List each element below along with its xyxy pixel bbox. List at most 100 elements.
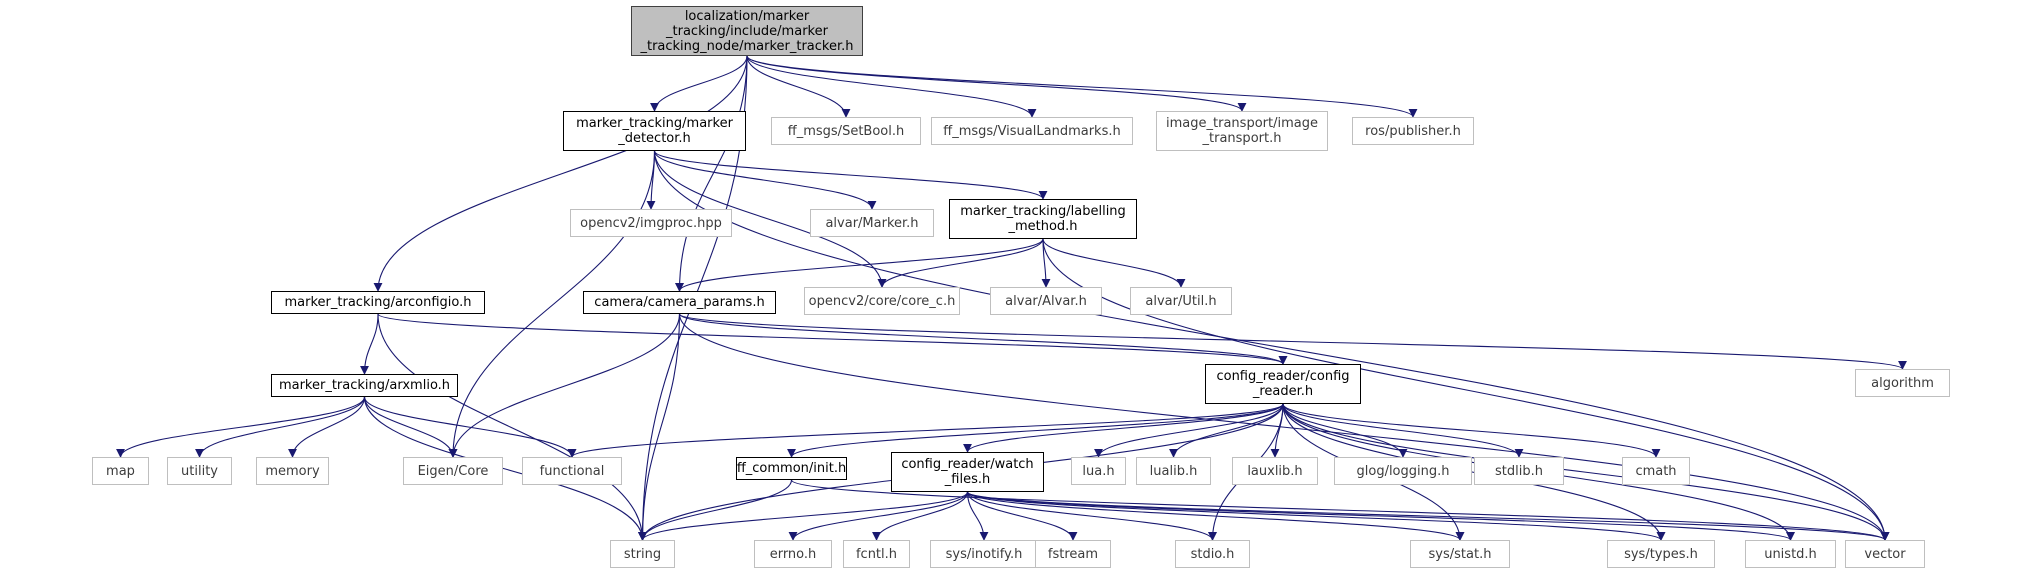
node-errno: errno.h [754, 540, 832, 568]
node-label: config_reader/watch _files.h [901, 457, 1034, 487]
node-stdlib: stdlib.h [1474, 457, 1564, 485]
edge-labelling-to-util [1042, 238, 1186, 288]
edge-detector-to-eigen [448, 150, 656, 458]
edge-arxml-to-utility [195, 396, 366, 458]
node-label: alvar/Alvar.h [1005, 293, 1087, 309]
node-stdio: stdio.h [1175, 540, 1250, 568]
node-setbool: ff_msgs/SetBool.h [771, 117, 921, 145]
node-label: utility [181, 463, 218, 479]
edge-root-to-rospub [746, 55, 1418, 118]
node-cmath: cmath [1622, 457, 1690, 485]
node-label: stdio.h [1190, 546, 1235, 562]
node-imgproc: opencv2/imgproc.hpp [570, 209, 732, 237]
edge-root-to-arconfig [373, 55, 748, 292]
edge-config-to-systypes [1282, 403, 1666, 541]
edge-root-to-setbool [746, 55, 851, 118]
edge-config-to-vector [1282, 403, 1890, 541]
node-arconfig[interactable]: marker_tracking/arconfigio.h [271, 291, 485, 314]
edge-watch-to-sysstat [966, 491, 1465, 541]
edge-root-to-imgtrans [746, 55, 1247, 112]
edge-config-to-functional [567, 403, 1284, 458]
node-label: localization/marker _tracking/include/ma… [640, 8, 854, 54]
node-detector[interactable]: marker_tracking/marker _detector.h [563, 111, 746, 151]
node-label: Eigen/Core [417, 463, 489, 479]
node-fcntl: fcntl.h [843, 540, 910, 568]
edge-watch-to-inotify [966, 491, 989, 541]
node-label: alvar/Util.h [1145, 293, 1217, 309]
node-arxml[interactable]: marker_tracking/arxmlio.h [271, 374, 458, 397]
node-label: map [106, 463, 135, 479]
edge-watch-to-vector [966, 491, 1890, 541]
node-label: cmath [1635, 463, 1677, 479]
node-watch[interactable]: config_reader/watch _files.h [891, 452, 1044, 492]
node-label: sys/inotify.h [945, 546, 1023, 562]
node-label: camera/camera_params.h [594, 295, 765, 310]
node-algorithm: algorithm [1855, 369, 1950, 397]
edge-arxml-to-memory [288, 396, 366, 458]
edge-config-to-stdlib [1282, 403, 1524, 458]
node-corec: opencv2/core/core_c.h [804, 287, 960, 315]
edge-arxml-to-functional [363, 396, 577, 458]
node-label: marker_tracking/labelling _method.h [960, 204, 1126, 234]
node-label: functional [539, 463, 605, 479]
edge-arxml-to-eigen [363, 396, 458, 458]
node-label: unistd.h [1764, 546, 1817, 562]
edge-config-to-cmath [1282, 403, 1661, 458]
node-label: opencv2/core/core_c.h [808, 293, 956, 309]
edge-ffinit-to-string [638, 479, 793, 541]
edge-config-to-watch [963, 403, 1284, 453]
edge-arconfig-to-config [377, 313, 1288, 365]
node-label: marker_tracking/arxmlio.h [278, 378, 451, 393]
edge-detector-to-marker [653, 150, 877, 210]
edge-camparams-to-algorithm [678, 313, 1907, 370]
node-sysstat: sys/stat.h [1410, 540, 1510, 568]
node-lua: lua.h [1071, 457, 1126, 485]
node-label: opencv2/imgproc.hpp [580, 215, 722, 231]
edge-detector-to-labelling [653, 150, 1048, 200]
edge-arxml-to-map [116, 396, 366, 458]
edge-watch-to-fstream [966, 491, 1078, 541]
node-utility: utility [167, 457, 232, 485]
node-labelling[interactable]: marker_tracking/labelling _method.h [949, 199, 1137, 239]
node-unistd: unistd.h [1745, 540, 1836, 568]
node-functional: functional [522, 457, 622, 485]
node-camparams[interactable]: camera/camera_params.h [583, 291, 776, 314]
edge-watch-to-fcntl [872, 491, 969, 541]
node-visland: ff_msgs/VisualLandmarks.h [931, 117, 1133, 145]
node-label: memory [265, 463, 320, 479]
node-label: glog/logging.h [1356, 463, 1450, 479]
edge-config-to-glog [1282, 403, 1408, 458]
node-label: alvar/Marker.h [825, 215, 919, 231]
node-inotify: sys/inotify.h [930, 540, 1038, 568]
node-memory: memory [256, 457, 329, 485]
node-map: map [92, 457, 149, 485]
edge-root-to-detector [650, 55, 748, 112]
edge-arconfig-to-arxml [360, 313, 379, 375]
edge-watch-to-stdio [966, 491, 1217, 541]
node-label: ros/publisher.h [1365, 123, 1461, 139]
node-ffinit[interactable]: ff_common/init.h [736, 457, 847, 480]
node-alvar: alvar/Alvar.h [990, 287, 1102, 315]
edge-ffinit-to-vector [790, 479, 1890, 541]
node-rospub: ros/publisher.h [1352, 117, 1474, 145]
node-label: lualib.h [1149, 463, 1198, 479]
edge-config-to-lualib [1169, 403, 1284, 458]
node-label: lauxlib.h [1247, 463, 1303, 479]
node-label: marker_tracking/marker _detector.h [576, 116, 733, 146]
node-config[interactable]: config_reader/config _reader.h [1205, 364, 1361, 404]
node-label: ff_common/init.h [736, 461, 847, 476]
node-label: config_reader/config _reader.h [1216, 369, 1350, 399]
node-label: fstream [1047, 546, 1099, 562]
node-root[interactable]: localization/marker _tracking/include/ma… [631, 6, 863, 56]
edge-root-to-visland [746, 55, 1037, 118]
edge-camparams-to-config [678, 313, 1288, 365]
node-label: stdlib.h [1495, 463, 1543, 479]
node-label: marker_tracking/arconfigio.h [284, 295, 472, 310]
node-string: string [610, 540, 675, 568]
node-util: alvar/Util.h [1130, 287, 1232, 315]
node-label: algorithm [1871, 375, 1934, 391]
edge-labelling-to-camparams [675, 238, 1044, 292]
node-eigen: Eigen/Core [403, 457, 503, 485]
